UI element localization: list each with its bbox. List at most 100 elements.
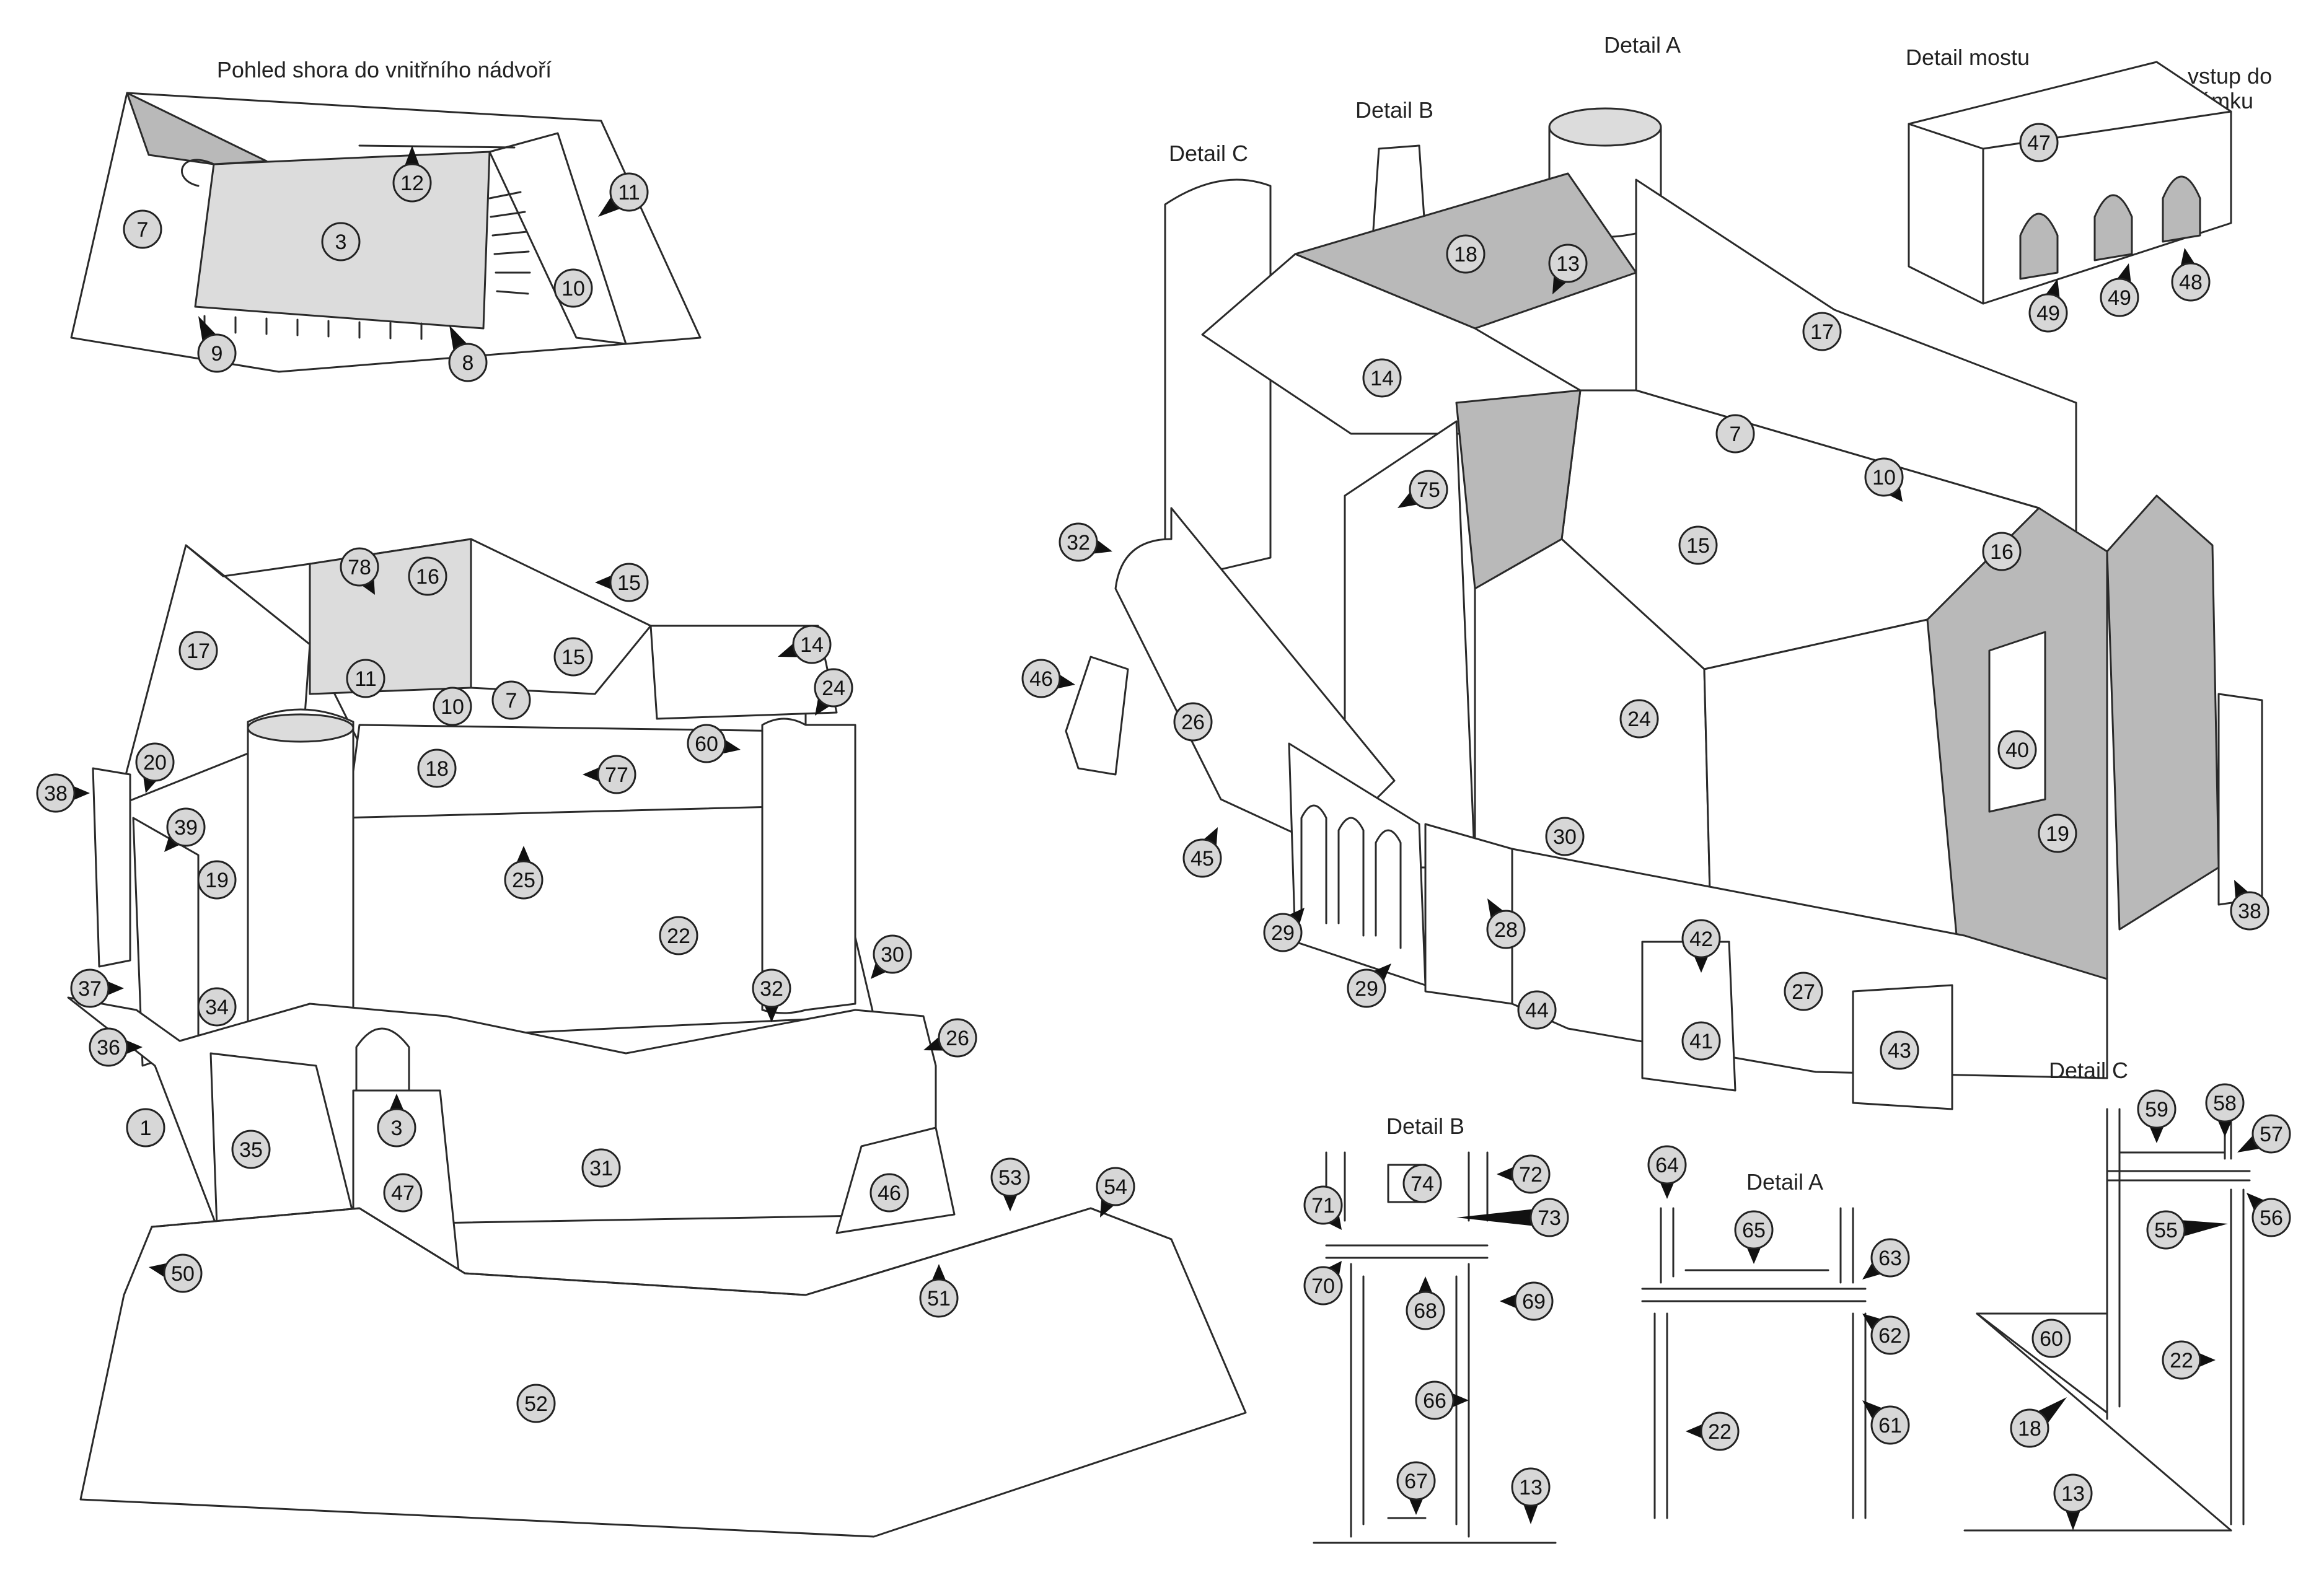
marker-label: 66 (1423, 1389, 1446, 1413)
part-marker-63: 63 (1862, 1238, 1910, 1279)
marker-label: 47 (391, 1182, 415, 1205)
marker-circle (2038, 814, 2077, 853)
marker-label: 63 (1878, 1247, 1902, 1270)
marker-circle (1409, 470, 1448, 509)
detail-a-walls (1653, 1312, 1867, 1519)
marker-circle (346, 659, 385, 698)
marker-label: 69 (1522, 1290, 1546, 1314)
marker-circle (1864, 457, 1904, 497)
marker-label: 40 (2005, 739, 2029, 762)
part-marker-22: 22 (2162, 1340, 2216, 1380)
marker-circle (392, 163, 432, 203)
marker-circle (433, 687, 472, 726)
part-marker-60: 60 (687, 724, 741, 763)
part-marker-19: 19 (197, 860, 237, 900)
marker-label: 37 (78, 977, 102, 1001)
marker-label: 14 (1370, 367, 1394, 390)
marker-circle (383, 1173, 423, 1213)
marker-label: 15 (617, 571, 641, 595)
detail-c-top-title: Detail C (1169, 141, 1248, 166)
marker-circle (1514, 1281, 1554, 1321)
part-marker-8: 8 (448, 325, 488, 382)
marker-label: 46 (878, 1182, 901, 1205)
marker-circle (89, 1027, 128, 1067)
marker-label: 43 (1888, 1039, 1911, 1063)
marker-label: 58 (2213, 1092, 2237, 1115)
part-marker-45: 45 (1182, 827, 1222, 878)
part-marker-56: 56 (2247, 1193, 2291, 1237)
tower-24 (761, 718, 856, 1014)
marker-circle (2031, 1319, 2071, 1358)
marker-circle (1303, 1185, 1343, 1225)
part-marker-29: 29 (1263, 908, 1305, 952)
marker-circle (2162, 1340, 2201, 1380)
part-marker-1: 1 (126, 1108, 165, 1148)
pointer-arrow-icon (1370, 963, 1391, 985)
part-marker-47: 47 (2019, 123, 2059, 162)
detail-c-walls (2106, 1188, 2245, 1525)
marker-label: 10 (561, 277, 585, 301)
marker-label: 26 (946, 1027, 969, 1050)
marker-circle (2251, 1198, 2291, 1237)
part-marker-17: 17 (1802, 312, 1842, 351)
part-marker-60: 60 (2031, 1319, 2071, 1358)
marker-circle (197, 987, 237, 1027)
marker-circle (2019, 123, 2059, 162)
part-marker-52: 52 (516, 1384, 556, 1423)
marker-circle (36, 773, 76, 813)
marker-label: 28 (1494, 918, 1518, 942)
wall-24-right (1703, 618, 1966, 937)
part-marker-10: 10 (553, 268, 593, 308)
part-marker-31: 31 (581, 1148, 621, 1188)
detail-a-beam (1641, 1288, 1867, 1302)
pointer-arrow-icon (2064, 1507, 2082, 1530)
marker-circle (938, 1018, 977, 1058)
marker-circle (1362, 358, 1402, 398)
entrance-label-line1: vstup do (2188, 63, 2272, 89)
pointer-arrow-icon (2178, 1219, 2228, 1237)
marker-circle (417, 748, 457, 788)
marker-circle (2053, 1473, 2093, 1513)
marker-label: 19 (2046, 822, 2069, 846)
marker-circle (1870, 1238, 1910, 1278)
marker-circle (1870, 1405, 1910, 1445)
part-marker-10: 10 (1864, 457, 1904, 502)
marker-circle (1870, 1315, 1910, 1355)
marker-label: 61 (1878, 1414, 1902, 1437)
marker-circle (869, 1173, 909, 1213)
tower-detail-c (1164, 178, 1272, 584)
marker-label: 56 (2260, 1206, 2283, 1230)
part-marker-3: 3 (321, 222, 361, 261)
marker-label: 47 (2027, 131, 2051, 155)
part-marker-73: 73 (1456, 1198, 1569, 1237)
part-marker-46: 46 (869, 1173, 909, 1213)
detail-b-bottom-title: Detail B (1386, 1113, 1464, 1139)
marker-label: 13 (2061, 1482, 2085, 1506)
marker-label: 13 (1519, 1476, 1543, 1499)
bridge-detail-title: Detail mostu (1906, 45, 2030, 70)
part-marker-58: 58 (2205, 1083, 2245, 1137)
part-marker-19: 19 (2038, 814, 2077, 853)
marker-circle (2146, 1210, 2186, 1250)
marker-label: 46 (1029, 667, 1053, 691)
part-marker-72: 72 (1497, 1154, 1551, 1194)
marker-circle (516, 1384, 556, 1423)
marker-label: 55 (2154, 1219, 2178, 1242)
part-marker-32: 32 (1059, 522, 1112, 562)
marker-circle (1715, 414, 1755, 454)
buttress-46 (1065, 656, 1129, 776)
marker-label: 15 (561, 646, 585, 669)
part-marker-9: 9 (197, 316, 237, 373)
part-marker-70: 70 (1303, 1261, 1343, 1306)
part-marker-24: 24 (1619, 699, 1659, 739)
part-marker-15: 15 (1678, 525, 1718, 565)
marker-circle (581, 1148, 621, 1188)
marker-circle (1700, 1411, 1740, 1451)
marker-label: 38 (44, 782, 68, 805)
top-view-ridge (358, 144, 516, 149)
marker-circle (178, 631, 218, 670)
part-marker-55: 55 (2146, 1210, 2228, 1250)
buttress-38-right (2217, 693, 2263, 906)
marker-label: 60 (695, 732, 718, 756)
part-marker-14: 14 (778, 625, 832, 664)
